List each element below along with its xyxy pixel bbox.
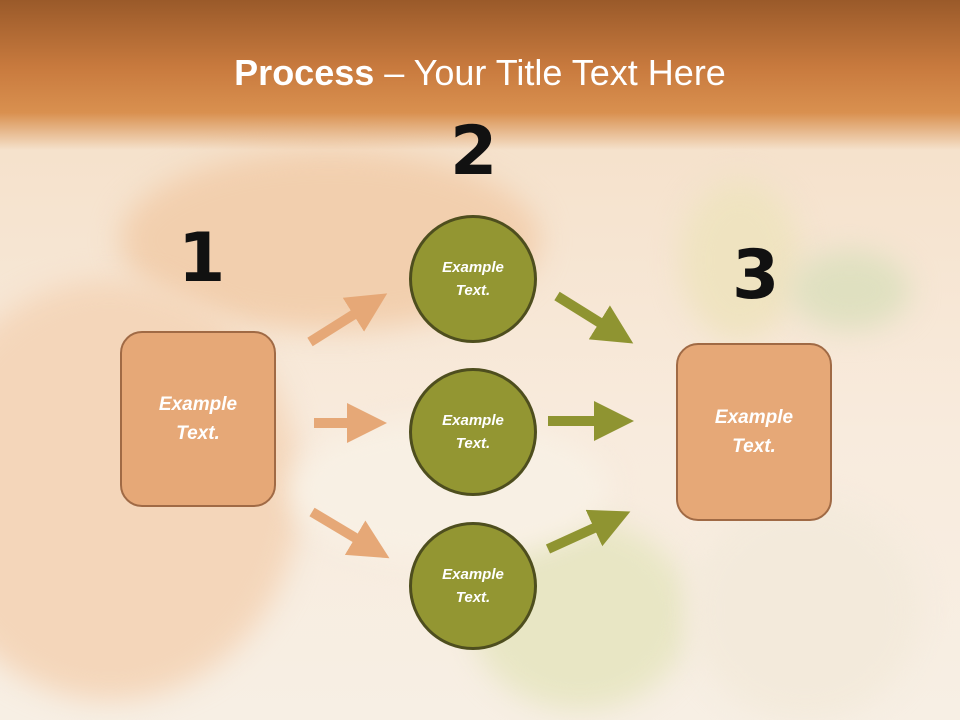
step-number-2: 2: [450, 112, 498, 191]
circle-top-text: Example Text.: [442, 259, 504, 299]
bg-candle-shape: [680, 180, 800, 340]
right-box-text: Example Text.: [714, 407, 794, 457]
right-box[interactable]: Example Text.: [676, 343, 832, 521]
circle-middle[interactable]: Example Text.: [409, 368, 537, 496]
title-bold: Process: [234, 52, 375, 93]
left-box-text: Example Text.: [158, 394, 238, 444]
circle-top[interactable]: Example Text.: [409, 215, 537, 343]
arrow-out-down: [545, 509, 631, 554]
title-rest: – Your Title Text Here: [374, 52, 726, 93]
arrow-in-down: [309, 507, 390, 559]
circle-bottom[interactable]: Example Text.: [409, 522, 537, 650]
slide-title: Process – Your Title Text Here: [0, 52, 960, 94]
bg-ball-shape: [690, 500, 920, 720]
step-number-3: 3: [732, 236, 780, 315]
arrow-in-up: [307, 293, 388, 347]
arrow-out-up: [554, 291, 634, 344]
header-band: [0, 0, 960, 150]
step-number-1: 1: [178, 219, 226, 298]
circle-middle-text: Example Text.: [442, 412, 504, 452]
circle-bottom-text: Example Text.: [442, 566, 504, 606]
bg-leaf-shape: [790, 250, 910, 330]
left-box[interactable]: Example Text.: [120, 331, 276, 507]
